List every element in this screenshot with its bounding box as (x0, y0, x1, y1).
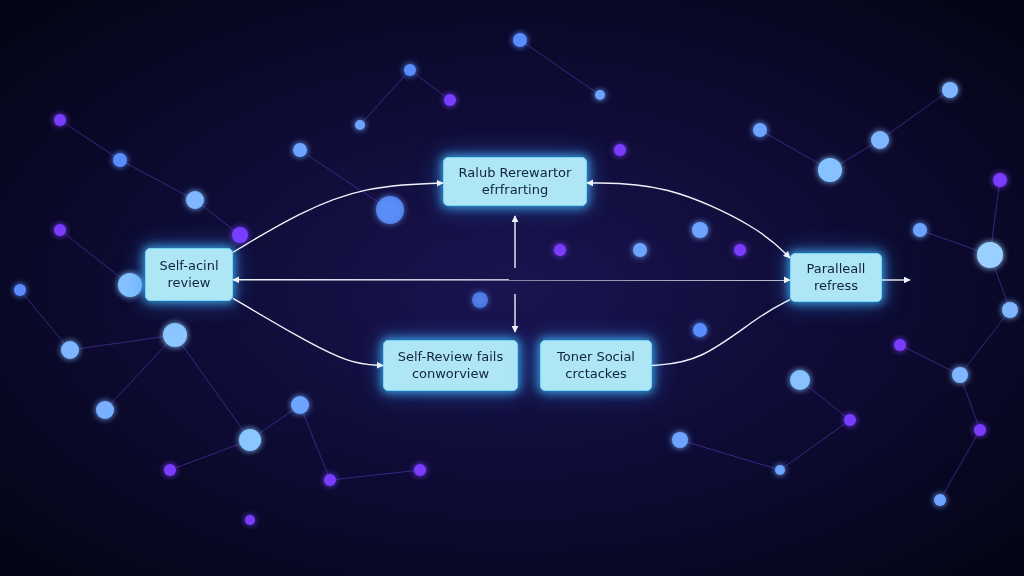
network-link (680, 440, 780, 470)
process-box: Ralub Rerewartor efrfrarting (443, 157, 587, 206)
network-dot (14, 284, 26, 296)
network-dot (554, 244, 566, 256)
process-box: Self-acinl review (145, 248, 233, 301)
network-link (360, 70, 410, 125)
vertical-arrow (514, 294, 515, 332)
network-dot (444, 94, 456, 106)
network-dot (355, 120, 365, 130)
network-dot (245, 515, 255, 525)
network-link (330, 470, 420, 480)
network-dot (934, 494, 946, 506)
network-link (60, 230, 130, 285)
network-dot (291, 396, 309, 414)
network-link (300, 405, 330, 480)
network-link (780, 420, 850, 470)
network-dot (1002, 302, 1018, 318)
network-dot (404, 64, 416, 76)
box-text: Self-Review fails conworview (390, 349, 511, 383)
network-dot (818, 158, 842, 182)
network-dot (163, 323, 187, 347)
network-dot (293, 143, 307, 157)
vertical-arrow (514, 216, 515, 268)
network-link (120, 160, 195, 200)
network-link (60, 120, 120, 160)
box-text: Ralub Rerewartor efrfrarting (450, 165, 580, 199)
network-dot (614, 144, 626, 156)
network-dot (414, 464, 426, 476)
network-link (410, 70, 450, 100)
connector-arrow (233, 279, 790, 281)
network-link (960, 375, 980, 430)
connector-arrow (233, 298, 383, 365)
network-link (105, 335, 175, 410)
network-dot (61, 341, 79, 359)
network-dot (871, 131, 889, 149)
network-dot (186, 191, 204, 209)
box-text: Paralleall refress (797, 261, 875, 295)
network-link (300, 150, 390, 210)
network-dot (693, 323, 707, 337)
network-dot (734, 244, 746, 256)
network-dot (113, 153, 127, 167)
network-dot (913, 223, 927, 237)
network-dot (239, 429, 261, 451)
network-dot (974, 424, 986, 436)
network-dot (232, 227, 248, 243)
network-link (880, 90, 950, 140)
exit-arrow (882, 279, 910, 280)
network-link (760, 130, 830, 170)
network-dot (513, 33, 527, 47)
network-dot (96, 401, 114, 419)
network-dot (472, 292, 488, 308)
network-dot (844, 414, 856, 426)
connector-arrow (652, 300, 790, 366)
network-link (900, 345, 960, 375)
network-dot (118, 273, 142, 297)
connector-arrow (233, 183, 443, 252)
network-dot (775, 465, 785, 475)
network-dot (672, 432, 688, 448)
network-link (520, 40, 600, 95)
process-box: Paralleall refress (790, 253, 882, 302)
network-dot (376, 196, 404, 224)
network-dot (324, 474, 336, 486)
network-dot (894, 339, 906, 351)
box-text: Toner Social crctackes (547, 349, 645, 383)
network-dot (942, 82, 958, 98)
network-dot (977, 242, 1003, 268)
network-link (175, 335, 250, 440)
process-box: Toner Social crctackes (540, 340, 652, 391)
box-text: Self-acinl review (152, 258, 226, 292)
network-link (170, 440, 250, 470)
connector-arrow (587, 183, 790, 258)
network-link (940, 430, 980, 500)
network-dot (790, 370, 810, 390)
network-dot (692, 222, 708, 238)
network-dot (54, 224, 66, 236)
network-dot (633, 243, 647, 257)
network-dot (164, 464, 176, 476)
network-dot (952, 367, 968, 383)
network-link (70, 335, 175, 350)
network-dot (54, 114, 66, 126)
network-dot (753, 123, 767, 137)
process-box: Self-Review fails conworview (383, 340, 518, 391)
network-dot (993, 173, 1007, 187)
network-dot (595, 90, 605, 100)
network-link (20, 290, 70, 350)
network-link (960, 310, 1010, 375)
